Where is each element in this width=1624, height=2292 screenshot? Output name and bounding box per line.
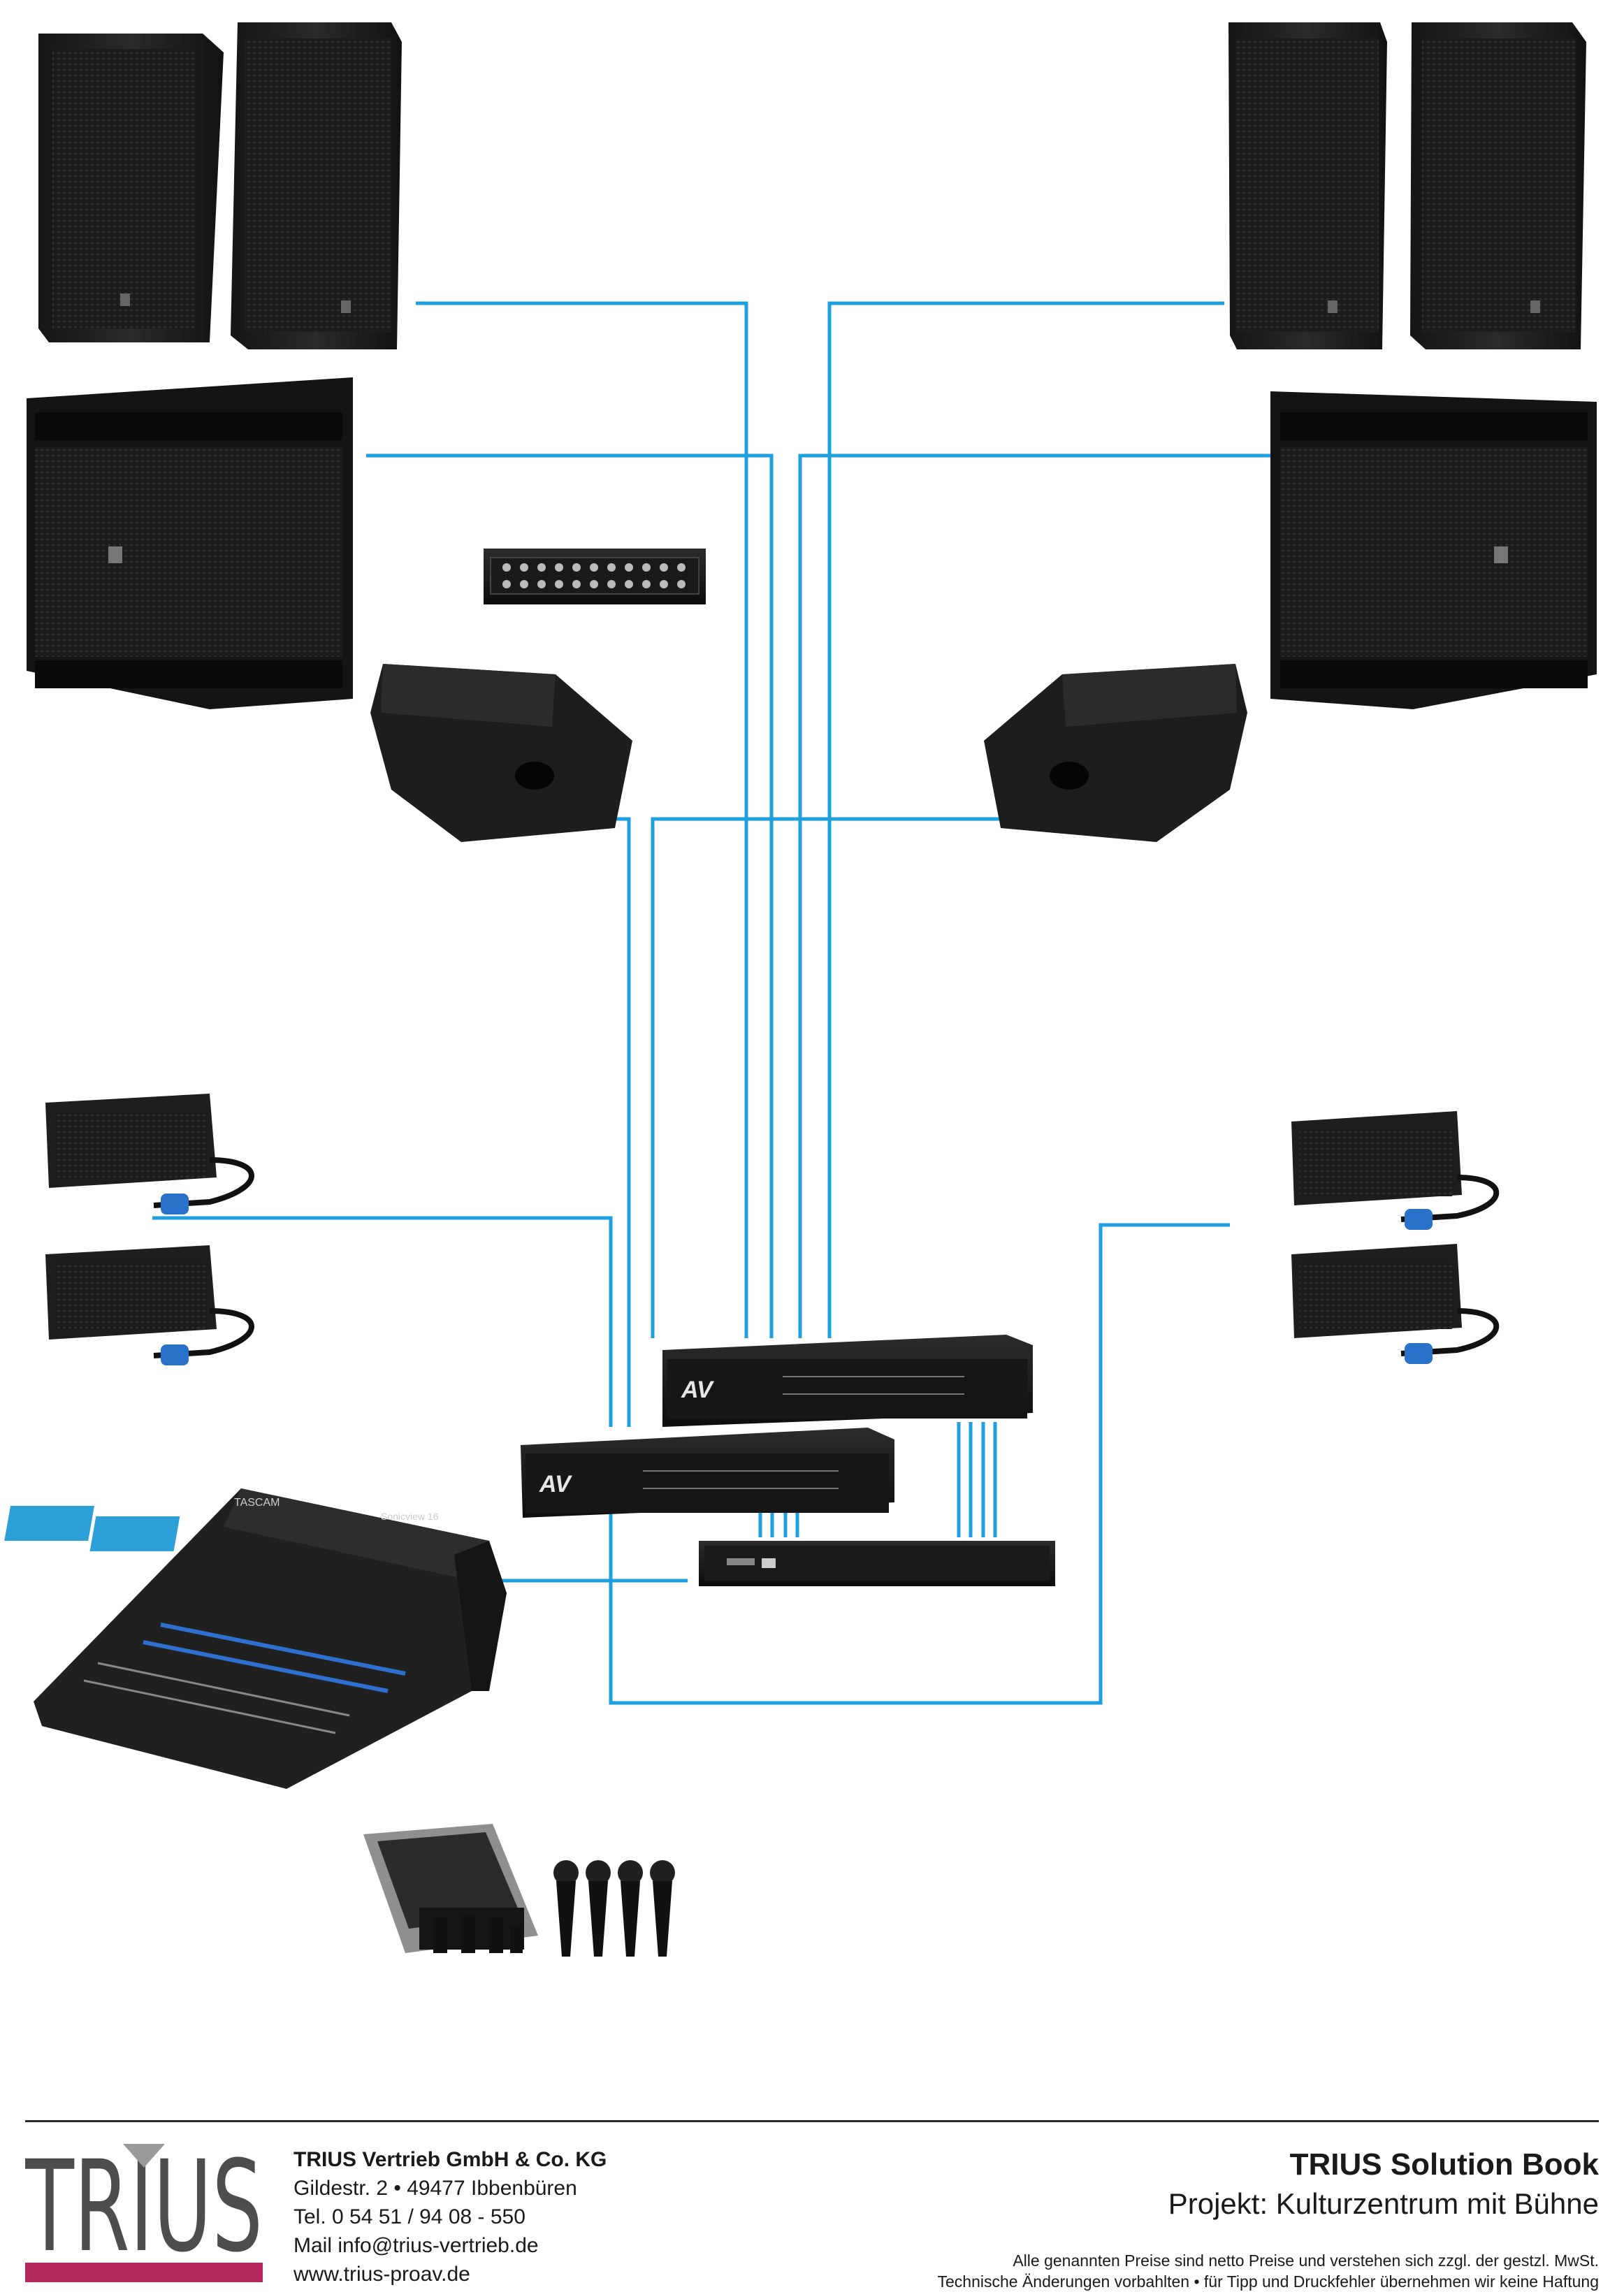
trius-logo: TRIUS	[25, 2138, 263, 2282]
solution-info: TRIUS Solution Book Projekt: Kulturzentr…	[690, 2145, 1599, 2292]
signal-processor	[699, 1541, 1055, 1586]
company-info: TRIUS Vertrieb GmbH & Co. KG Gildestr. 2…	[293, 2145, 853, 2289]
company-name: TRIUS Vertrieb GmbH & Co. KG	[293, 2148, 607, 2171]
main-speaker-right-b	[1410, 22, 1586, 349]
disclaimer-changes: Technische Änderungen vorbahlten • für T…	[937, 2272, 1599, 2291]
solution-title: TRIUS Solution Book	[1289, 2147, 1599, 2182]
mixer-brand-text: TASCAM	[234, 1497, 280, 1509]
project-name: Projekt: Kulturzentrum mit Bühne	[1168, 2187, 1599, 2220]
main-speaker-left-b	[231, 22, 402, 349]
main-speaker-right-a	[1228, 22, 1387, 349]
company-mail: Mail info@trius-vertrieb.de	[293, 2234, 539, 2257]
footer-divider	[25, 2120, 1599, 2122]
stage-box	[484, 549, 706, 604]
small-speaker-right-a	[1291, 1111, 1500, 1230]
vocal-microphones	[553, 1860, 675, 1957]
digital-mixer: TASCAM Sonicview 16	[4, 1488, 507, 1789]
company-phone: Tel. 0 54 51 / 94 08 - 550	[293, 2205, 525, 2228]
mixer-model-text: Sonicview 16	[381, 1511, 439, 1522]
small-speaker-left-b	[45, 1245, 254, 1365]
company-website: www.trius-proav.de	[293, 2263, 470, 2286]
company-address: Gildestr. 2 • 49477 Ibbenbüren	[293, 2177, 577, 2200]
drum-mic-case	[363, 1824, 538, 1953]
amplifier-1: AV	[662, 1335, 1033, 1427]
subwoofer-left	[27, 377, 353, 709]
wedge-monitor-right	[984, 664, 1247, 842]
main-speaker-left-a	[38, 34, 224, 342]
signal-flow-diagram: AV AV TASCAM	[4, 22, 1597, 1957]
cable-lines	[152, 301, 1272, 1705]
amp-2-logo-text: AV	[539, 1471, 573, 1497]
subwoofer-right	[1270, 391, 1597, 709]
amplifier-2: AV	[521, 1428, 894, 1518]
disclaimer-prices: Alle genannten Preise sind netto Preise …	[1013, 2251, 1599, 2270]
wedge-monitor-left	[370, 664, 632, 842]
amp-1-logo-text: AV	[681, 1377, 715, 1403]
small-speaker-left-a	[45, 1094, 254, 1214]
small-speaker-right-b	[1291, 1244, 1500, 1364]
